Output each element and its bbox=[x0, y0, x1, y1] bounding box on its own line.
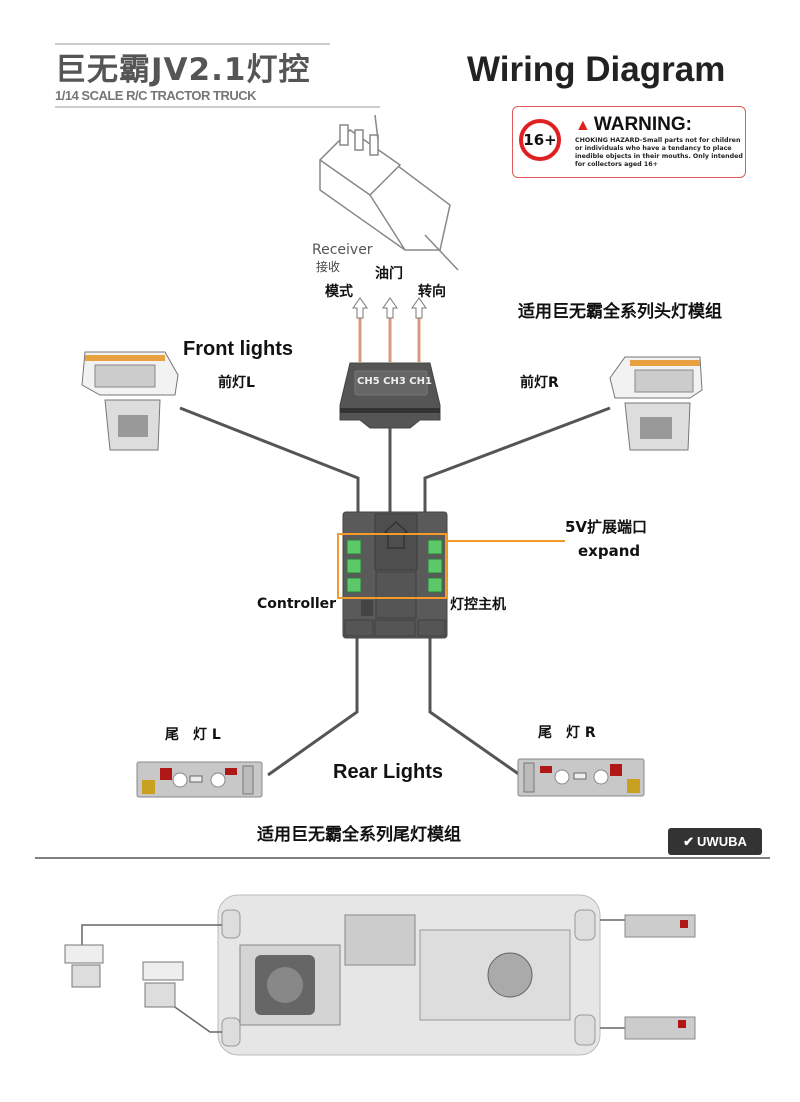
controller-unit bbox=[337, 511, 565, 639]
channel-connector bbox=[339, 362, 441, 429]
rear-lights-title: Rear Lights bbox=[333, 761, 444, 783]
bottom-rear-panels bbox=[624, 914, 696, 1040]
age-badge: 16+ bbox=[519, 119, 561, 161]
rear-light-right-panel bbox=[517, 758, 645, 797]
rear-lights-note: 适用巨无霸全系列尾灯模组 bbox=[257, 825, 461, 845]
rear-light-left-panel bbox=[136, 761, 263, 798]
channel-steering-label: 转向 bbox=[418, 284, 446, 300]
warning-heading-text: WARNING: bbox=[593, 114, 692, 135]
warning-heading: ▲WARNING: bbox=[575, 114, 692, 136]
expand-port-highlight bbox=[337, 533, 447, 599]
receiver-label-cn: 接收 bbox=[316, 260, 341, 274]
light-wires bbox=[179, 406, 611, 777]
controller-label-cn: 灯控主机 bbox=[450, 597, 506, 613]
expand-port-label-cn: 5V扩展端口 bbox=[565, 518, 648, 536]
bottom-front-lights bbox=[64, 944, 184, 1008]
warning-label: 16+ ▲WARNING: CHOKING HAZARD-Small parts… bbox=[512, 106, 746, 178]
bottom-wires bbox=[81, 919, 625, 1033]
product-subtitle: 1/14 SCALE R/C TRACTOR TRUCK bbox=[55, 88, 257, 103]
channel-mode-label: 模式 bbox=[325, 284, 353, 300]
rear-light-right-label: 尾 灯 R bbox=[538, 725, 596, 741]
warning-text: CHOKING HAZARD-Small parts not for child… bbox=[575, 137, 743, 168]
front-light-right bbox=[609, 356, 703, 451]
warning-triangle-icon: ▲ bbox=[575, 117, 591, 134]
front-light-left bbox=[81, 351, 179, 451]
receiver-label: Receiver bbox=[312, 242, 373, 258]
controller-label: Controller bbox=[257, 596, 337, 612]
channel-connector-label: CH5 CH3 CH1 bbox=[357, 376, 432, 387]
channel-wires bbox=[352, 297, 427, 362]
brand-name: UWUBA bbox=[697, 834, 747, 849]
front-light-left-label: 前灯L bbox=[218, 375, 255, 391]
expand-port-label: expand bbox=[578, 542, 641, 560]
product-title: 巨无霸JV2.1灯控 bbox=[55, 52, 311, 88]
brand-logo: ✔UWUBA bbox=[668, 828, 762, 855]
receiver-illustration bbox=[318, 114, 459, 271]
truck-top-view bbox=[217, 894, 601, 1056]
brand-logo-icon: ✔ bbox=[683, 833, 695, 849]
channel-throttle-label: 油门 bbox=[375, 266, 403, 282]
front-lights-note: 适用巨无霸全系列头灯模组 bbox=[518, 302, 722, 322]
front-light-right-label: 前灯R bbox=[520, 375, 559, 391]
diagram-title: Wiring Diagram bbox=[467, 50, 726, 89]
front-lights-title: Front lights bbox=[183, 338, 293, 360]
rear-light-left-label: 尾 灯 L bbox=[165, 727, 221, 743]
